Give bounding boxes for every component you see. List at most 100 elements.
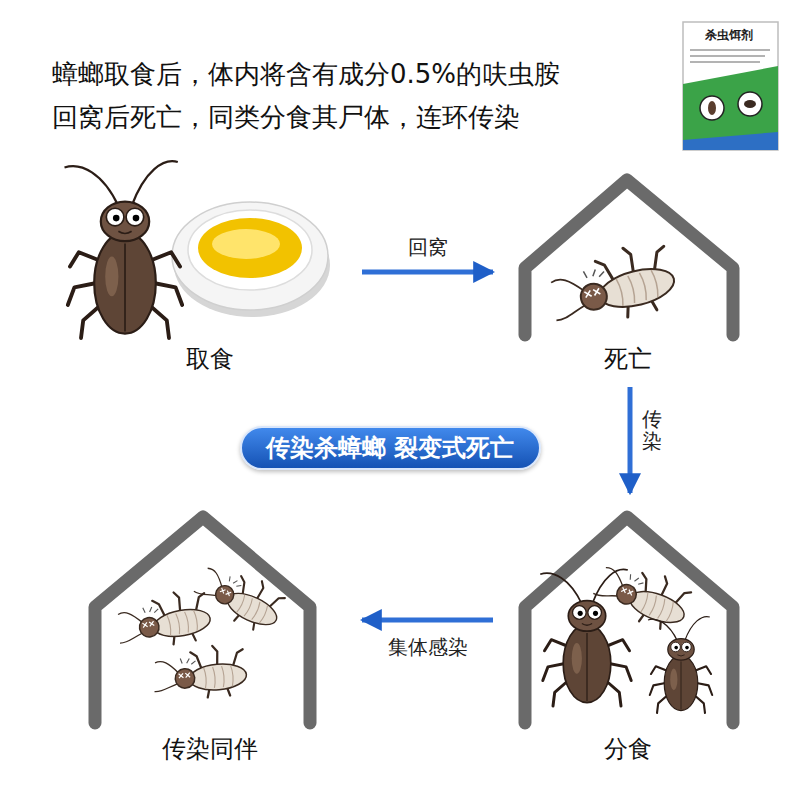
segment: [193, 610, 198, 631]
illustration: [505, 505, 750, 765]
pupil: [593, 611, 598, 616]
package-print: [690, 55, 765, 57]
segment: [167, 615, 172, 636]
antenna: [203, 567, 227, 587]
segment: [641, 593, 650, 613]
nest-house: 传染同伴: [70, 505, 350, 765]
x-eye: [220, 588, 226, 594]
pupil: [133, 215, 140, 222]
package-icon: [700, 96, 724, 120]
illustration: [70, 170, 350, 375]
package-icon: [744, 100, 756, 108]
x-eye: [185, 673, 190, 678]
daze-mark: [180, 657, 196, 665]
stage-caption: 死亡: [604, 343, 652, 375]
x-eye: [627, 590, 633, 596]
segment: [658, 599, 667, 619]
pupil: [113, 215, 120, 222]
segment: [649, 596, 658, 616]
segment: [651, 270, 660, 298]
belly: [152, 605, 213, 640]
antenna: [648, 619, 677, 641]
bait-gel: [198, 218, 302, 278]
stage-caption: 取食: [186, 343, 234, 375]
pupil: [578, 611, 583, 616]
dish-rim: [188, 210, 312, 290]
stage-caption: 分食: [604, 733, 652, 765]
package-strip: [683, 132, 778, 150]
daze-mark: [227, 576, 242, 588]
segment: [259, 605, 269, 623]
segment: [628, 275, 637, 303]
antenna: [118, 610, 142, 627]
cockroach-figure: [540, 569, 631, 706]
eye: [671, 642, 681, 652]
highlight: [105, 257, 118, 297]
pupil: [685, 646, 689, 650]
leg: [697, 683, 713, 695]
dead-cockroach: [590, 555, 695, 635]
head: [578, 281, 610, 313]
flow-arrow: [628, 387, 633, 493]
x-eye: [621, 587, 627, 593]
eye: [573, 606, 587, 620]
body: [664, 655, 698, 710]
belly: [596, 262, 678, 313]
antenna: [65, 166, 119, 206]
daze-mark: [583, 267, 605, 281]
dead-cockroach: [113, 587, 213, 653]
head: [213, 583, 237, 607]
leg: [609, 664, 631, 681]
x-eye: [593, 288, 600, 295]
daze-mark: [628, 574, 644, 585]
arrow-label: 集体感染: [385, 634, 471, 660]
package-icon: [738, 92, 762, 116]
dead-cockroach: [151, 643, 248, 702]
highlight: [670, 669, 677, 691]
segment: [176, 613, 181, 634]
segment: [231, 665, 234, 686]
dead-cockroach: [190, 557, 289, 637]
segment: [639, 272, 648, 300]
mouth: [582, 624, 592, 626]
bait-dish: [172, 202, 328, 310]
segment: [244, 598, 254, 616]
segment: [185, 612, 190, 633]
leg: [154, 283, 183, 305]
package-name: 杀虫饵剂: [705, 28, 753, 42]
antenna: [155, 660, 179, 675]
package-band: [683, 66, 778, 150]
package-print: [690, 49, 770, 51]
package-print: [690, 61, 760, 63]
head: [568, 601, 605, 632]
flow-arrow: [362, 618, 493, 623]
illustration: [505, 170, 750, 375]
segment: [252, 602, 262, 620]
antenna: [132, 161, 178, 206]
flow-arrow: [362, 270, 493, 275]
antenna: [194, 586, 217, 601]
eye: [682, 642, 692, 652]
x-eye: [142, 622, 147, 627]
antenna: [555, 305, 588, 321]
leg: [68, 283, 97, 305]
segment: [204, 668, 207, 689]
stage-caption: 传染同伴: [162, 733, 258, 765]
x-eye: [149, 621, 154, 626]
leg: [543, 664, 565, 681]
bait-shine: [212, 229, 280, 259]
mouth: [677, 655, 684, 656]
head: [668, 639, 694, 661]
nest-house: 分食: [505, 505, 750, 765]
eye: [588, 606, 602, 620]
illustration: [70, 505, 350, 765]
segment: [616, 278, 625, 306]
feeding-stage: 取食: [70, 170, 350, 375]
antenna: [540, 573, 582, 604]
house-outline: [95, 517, 310, 723]
banner-text: 传染杀蟑螂 裂变式死亡: [266, 428, 514, 468]
wing-line: [586, 633, 587, 701]
arrow-label: 回窝: [405, 234, 451, 260]
eye: [106, 208, 124, 226]
